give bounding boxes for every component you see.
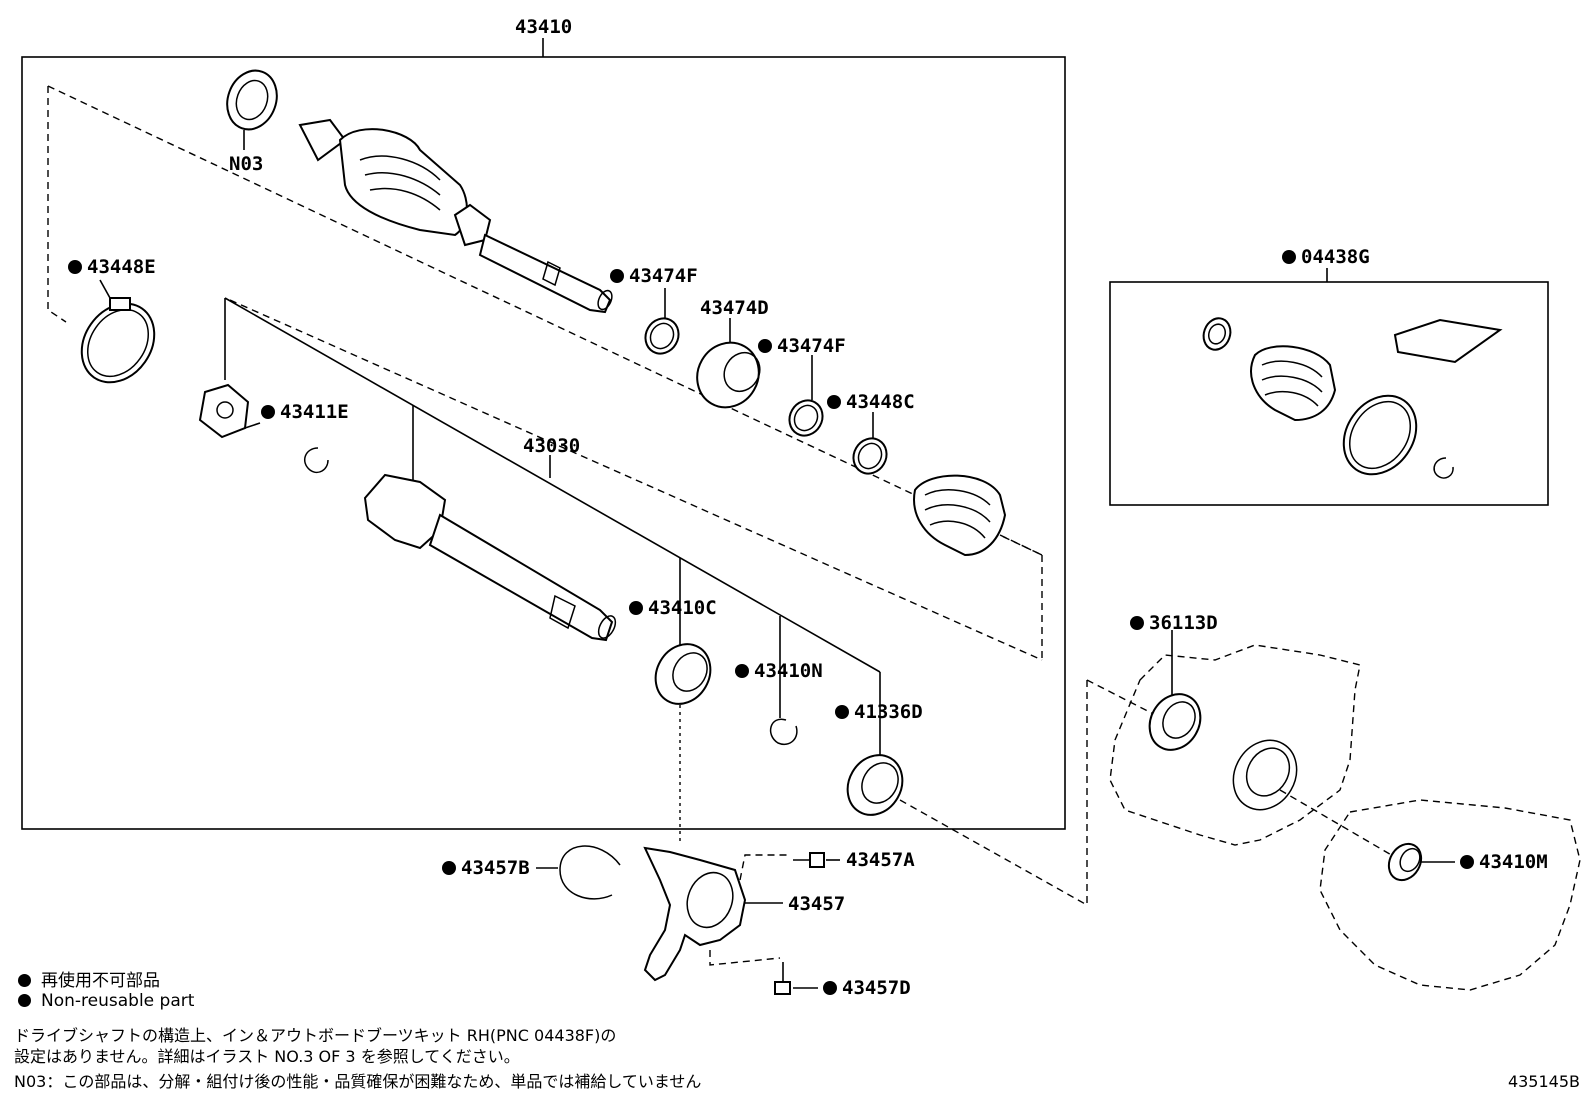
differential-case — [1279, 789, 1581, 991]
transmission-case — [1109, 630, 1361, 846]
steering-knuckle — [643, 846, 790, 982]
label-36113d: 36113D — [1149, 612, 1218, 634]
legend-item-en: Non-reusable part — [18, 991, 194, 1011]
legend-text-jp: 再使用不可部品 — [41, 971, 160, 991]
nonreusable-marker — [1130, 616, 1144, 630]
label-04438g: 04438G — [1301, 246, 1370, 268]
clip-43474f-lower — [788, 355, 824, 437]
illustration-reference: 435145B — [1507, 1072, 1580, 1091]
nonreusable-marker — [1282, 250, 1296, 264]
label-43411e: 43411E — [280, 401, 349, 423]
label-43410m: 43410M — [1479, 851, 1548, 873]
inboard-leaders — [224, 297, 881, 757]
note-line-1: ドライブシャフトの構造上、イン＆アウトボードブーツキット RH(PNC 0443… — [14, 1026, 617, 1045]
label-43448c: 43448C — [846, 391, 915, 413]
label-43448e: 43448E — [87, 256, 156, 278]
nonreusable-marker — [823, 981, 837, 995]
label-43457b: 43457B — [461, 857, 530, 879]
label-43410n: 43410N — [754, 660, 823, 682]
label-43474d: 43474D — [700, 297, 769, 319]
bolt-43457a — [793, 852, 840, 868]
oil-seal-41336d — [846, 754, 904, 816]
bullet-icon — [18, 974, 31, 987]
boot-clamp-43448e — [80, 297, 156, 384]
bolt-43457d — [774, 962, 818, 995]
outboard-shaft — [298, 118, 613, 314]
label-43410: 43410 — [515, 16, 572, 38]
label-43457: 43457 — [788, 893, 845, 915]
nonreusable-marker — [827, 395, 841, 409]
boot-kit-parts — [1202, 317, 1503, 479]
nonreusable-marker — [261, 405, 275, 419]
drive-shaft-boot — [913, 474, 1007, 557]
outboard-dashed-envelope — [47, 86, 67, 323]
oil-seal-n03 — [226, 69, 278, 150]
assembly-box-43410 — [21, 38, 1066, 830]
nonreusable-marker — [758, 339, 772, 353]
damper-43474d — [696, 318, 761, 409]
label-41336d: 41336D — [854, 701, 923, 723]
snap-ring-43457b — [536, 845, 621, 900]
legend-item-jp: 再使用不可部品 — [18, 966, 160, 991]
inboard-shaft-43030 — [363, 473, 617, 642]
tripod-joint — [198, 383, 250, 439]
legend-text-en: Non-reusable part — [41, 991, 195, 1011]
note-line-2: 設定はありません。詳細はイラスト NO.3 OF 3 を参照してください。 — [14, 1047, 520, 1066]
bearing-43410c — [654, 643, 712, 705]
snap-ring-43411e — [303, 447, 329, 474]
label-43410c: 43410C — [648, 597, 717, 619]
nonreusable-marker — [1460, 855, 1474, 869]
boot-kit-box-04438g — [1109, 268, 1549, 506]
nonreusable-marker — [735, 664, 749, 678]
clip-43474f-upper — [644, 288, 680, 355]
nonreusable-marker — [835, 705, 849, 719]
nonreusable-marker — [442, 861, 456, 875]
part-labels: 43410 N03 43448E 43474F 43474D 43474F 43… — [68, 16, 1548, 999]
nonreusable-marker — [629, 601, 643, 615]
nonreusable-marker — [610, 269, 624, 283]
label-43457d: 43457D — [842, 977, 911, 999]
snap-ring-43410n — [769, 718, 798, 745]
note-line-3: N03：この部品は、分解・組付け後の性能・品質確保が困難なため、単品では補給して… — [14, 1072, 702, 1091]
label-43030: 43030 — [523, 435, 580, 457]
boot-clamp-43448c — [852, 412, 888, 475]
label-n03: N03 — [229, 153, 263, 175]
label-43457a: 43457A — [846, 849, 915, 871]
label-43474f-lower: 43474F — [777, 335, 846, 357]
label-43474f-upper: 43474F — [629, 265, 698, 287]
nonreusable-marker — [68, 260, 82, 274]
bullet-icon — [18, 994, 31, 1007]
